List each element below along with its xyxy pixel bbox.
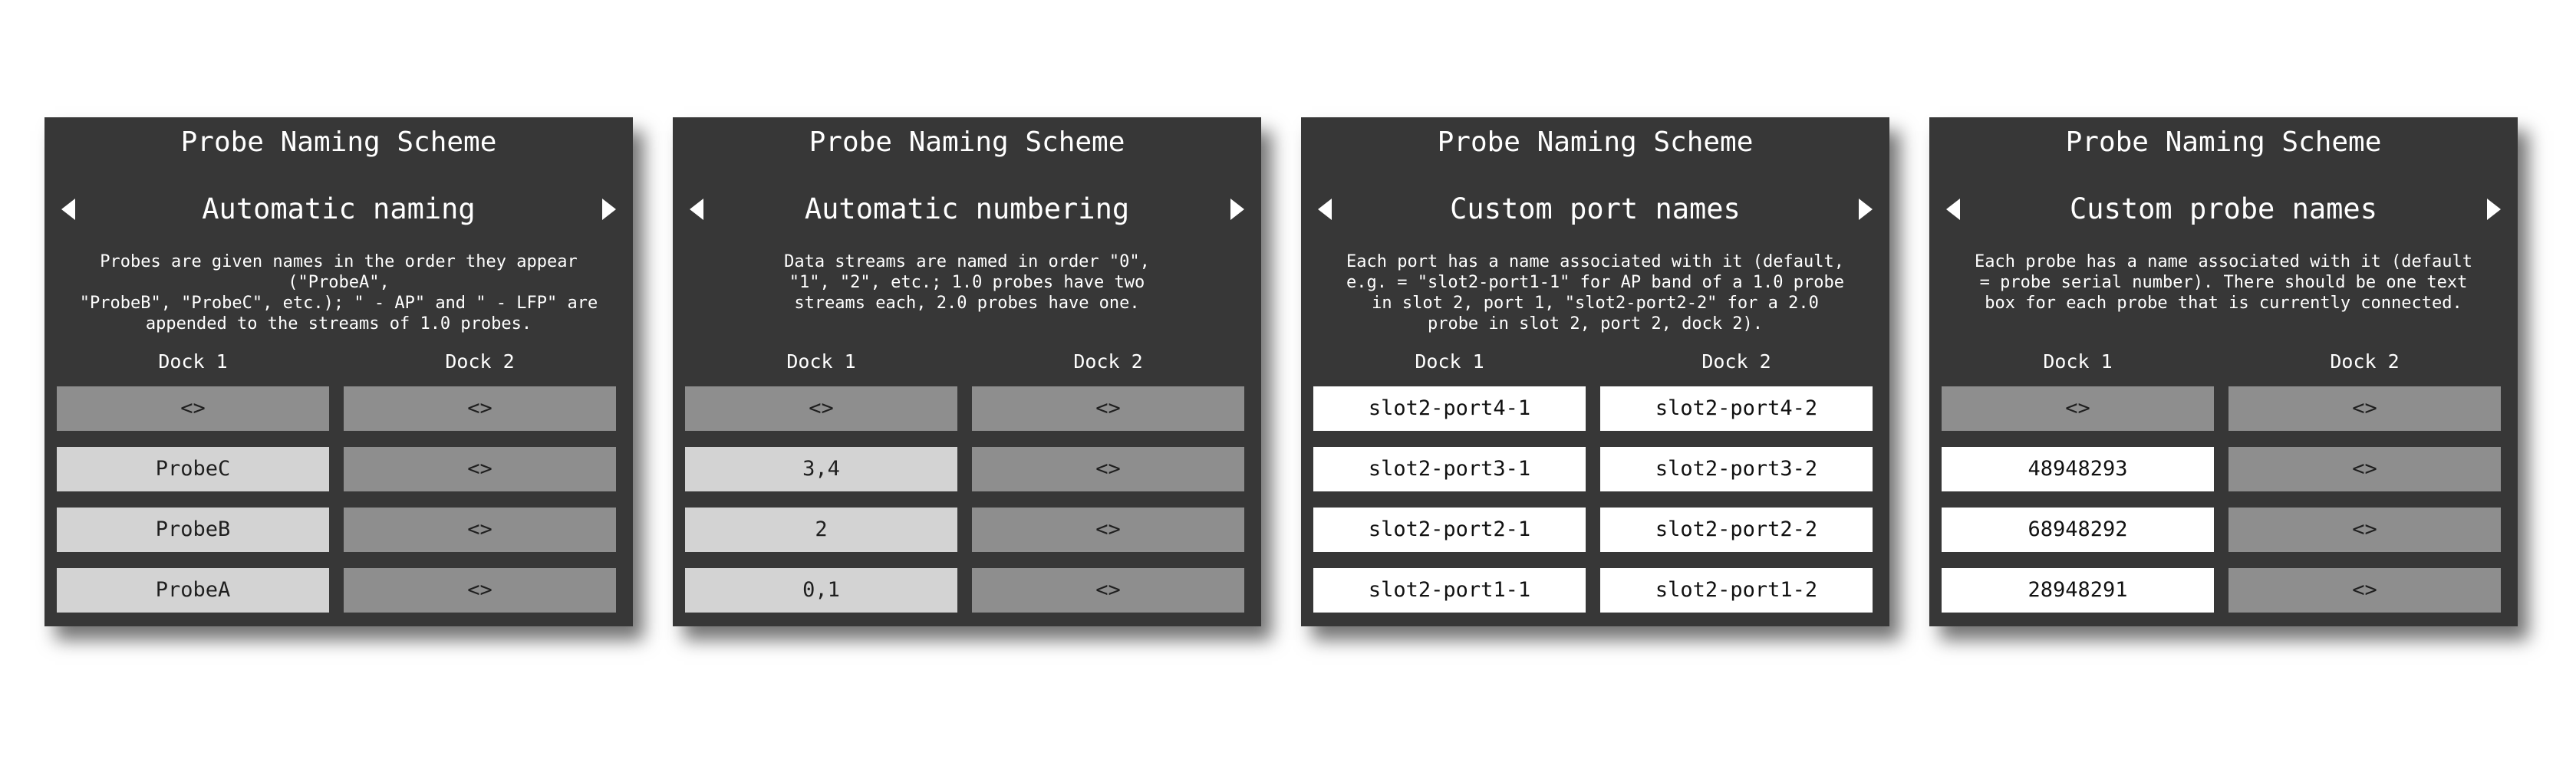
dock1-port4-name-input[interactable]: slot2-port4-1	[1313, 386, 1586, 431]
naming-panel-custom-probe-names: Probe Naming Scheme Custom probe names E…	[1929, 117, 2518, 626]
next-mode-button[interactable]	[1223, 195, 1250, 223]
prev-mode-button[interactable]	[1940, 195, 1968, 223]
triangle-right-icon	[1230, 199, 1244, 220]
dock2-slot-3: <>	[344, 447, 616, 491]
mode-description: Each port has a name associated with it …	[1346, 252, 1844, 333]
prev-mode-button[interactable]	[55, 195, 83, 223]
dock1-label: Dock 1	[1415, 350, 1484, 373]
dock2-slot-2: <>	[2228, 508, 2501, 552]
dock2-label: Dock 2	[1073, 350, 1143, 373]
prev-mode-button[interactable]	[684, 195, 711, 223]
dock1-port3-name-input[interactable]: slot2-port3-1	[1313, 447, 1586, 491]
dock1-probe2-name-input[interactable]: 68948292	[1942, 508, 2214, 552]
dock1-label: Dock 1	[158, 350, 228, 373]
dock1-label: Dock 1	[2043, 350, 2113, 373]
dock2-port1-name-input[interactable]: slot2-port1-2	[1600, 568, 1873, 613]
dock1-slot-2: 2	[685, 508, 957, 552]
triangle-left-icon	[1318, 199, 1332, 220]
dock1-label: Dock 1	[786, 350, 856, 373]
next-mode-button[interactable]	[595, 195, 622, 223]
dock1-slot-4: <>	[1942, 386, 2214, 431]
triangle-right-icon	[1859, 199, 1873, 220]
next-mode-button[interactable]	[1851, 195, 1879, 223]
panel-title: Probe Naming Scheme	[2065, 126, 2382, 158]
next-mode-button[interactable]	[2479, 195, 2507, 223]
dock1-slot-1: 0,1	[685, 568, 957, 613]
dock1-probe3-name-input[interactable]: 48948293	[1942, 447, 2214, 491]
dock1-slot-3: ProbeC	[57, 447, 329, 491]
dock2-slot-4: <>	[972, 386, 1244, 431]
mode-name: Custom port names	[1450, 192, 1741, 225]
dock2-label: Dock 2	[2330, 350, 2400, 373]
dock2-slot-3: <>	[2228, 447, 2501, 491]
dock2-slot-2: <>	[344, 508, 616, 552]
dock2-port2-name-input[interactable]: slot2-port2-2	[1600, 508, 1873, 552]
dock1-slot-1: ProbeA	[57, 568, 329, 613]
dock2-label: Dock 2	[445, 350, 515, 373]
prev-mode-button[interactable]	[1312, 195, 1339, 223]
dock2-slot-3: <>	[972, 447, 1244, 491]
dock1-probe1-name-input[interactable]: 28948291	[1942, 568, 2214, 613]
dock1-port2-name-input[interactable]: slot2-port2-1	[1313, 508, 1586, 552]
panel-title: Probe Naming Scheme	[1437, 126, 1754, 158]
mode-selector: Automatic numbering	[673, 186, 1261, 232]
dock2-slot-1: <>	[2228, 568, 2501, 613]
dock2-slot-4: <>	[2228, 386, 2501, 431]
triangle-left-icon	[1946, 199, 1960, 220]
mode-description: Each probe has a name associated with it…	[1974, 252, 2472, 313]
mode-name: Automatic naming	[202, 192, 476, 225]
mode-selector: Custom probe names	[1929, 186, 2518, 232]
dock2-slot-1: <>	[344, 568, 616, 613]
dock1-slot-2: ProbeB	[57, 508, 329, 552]
naming-panel-automatic-numbering: Probe Naming Scheme Automatic numbering …	[673, 117, 1261, 626]
panel-title: Probe Naming Scheme	[180, 126, 497, 158]
mode-selector: Custom port names	[1301, 186, 1889, 232]
dock2-port3-name-input[interactable]: slot2-port3-2	[1600, 447, 1873, 491]
mode-description: Probes are given names in the order they…	[79, 252, 598, 333]
dock2-slot-4: <>	[344, 386, 616, 431]
triangle-right-icon	[2487, 199, 2501, 220]
triangle-left-icon	[61, 199, 75, 220]
mode-name: Automatic numbering	[804, 192, 1130, 225]
triangle-left-icon	[690, 199, 703, 220]
dock1-port1-name-input[interactable]: slot2-port1-1	[1313, 568, 1586, 613]
dock2-slot-1: <>	[972, 568, 1244, 613]
naming-panel-automatic-naming: Probe Naming Scheme Automatic naming Pro…	[44, 117, 633, 626]
dock2-label: Dock 2	[1701, 350, 1771, 373]
mode-name: Custom probe names	[2070, 192, 2377, 225]
dock2-slot-2: <>	[972, 508, 1244, 552]
mode-selector: Automatic naming	[44, 186, 633, 232]
triangle-right-icon	[602, 199, 616, 220]
dock1-slot-3: 3,4	[685, 447, 957, 491]
mode-description: Data streams are named in order "0", "1"…	[784, 252, 1150, 313]
dock1-slot-4: <>	[685, 386, 957, 431]
panel-title: Probe Naming Scheme	[809, 126, 1125, 158]
dock1-slot-4: <>	[57, 386, 329, 431]
naming-panel-custom-port-names: Probe Naming Scheme Custom port names Ea…	[1301, 117, 1889, 626]
dock2-port4-name-input[interactable]: slot2-port4-2	[1600, 386, 1873, 431]
